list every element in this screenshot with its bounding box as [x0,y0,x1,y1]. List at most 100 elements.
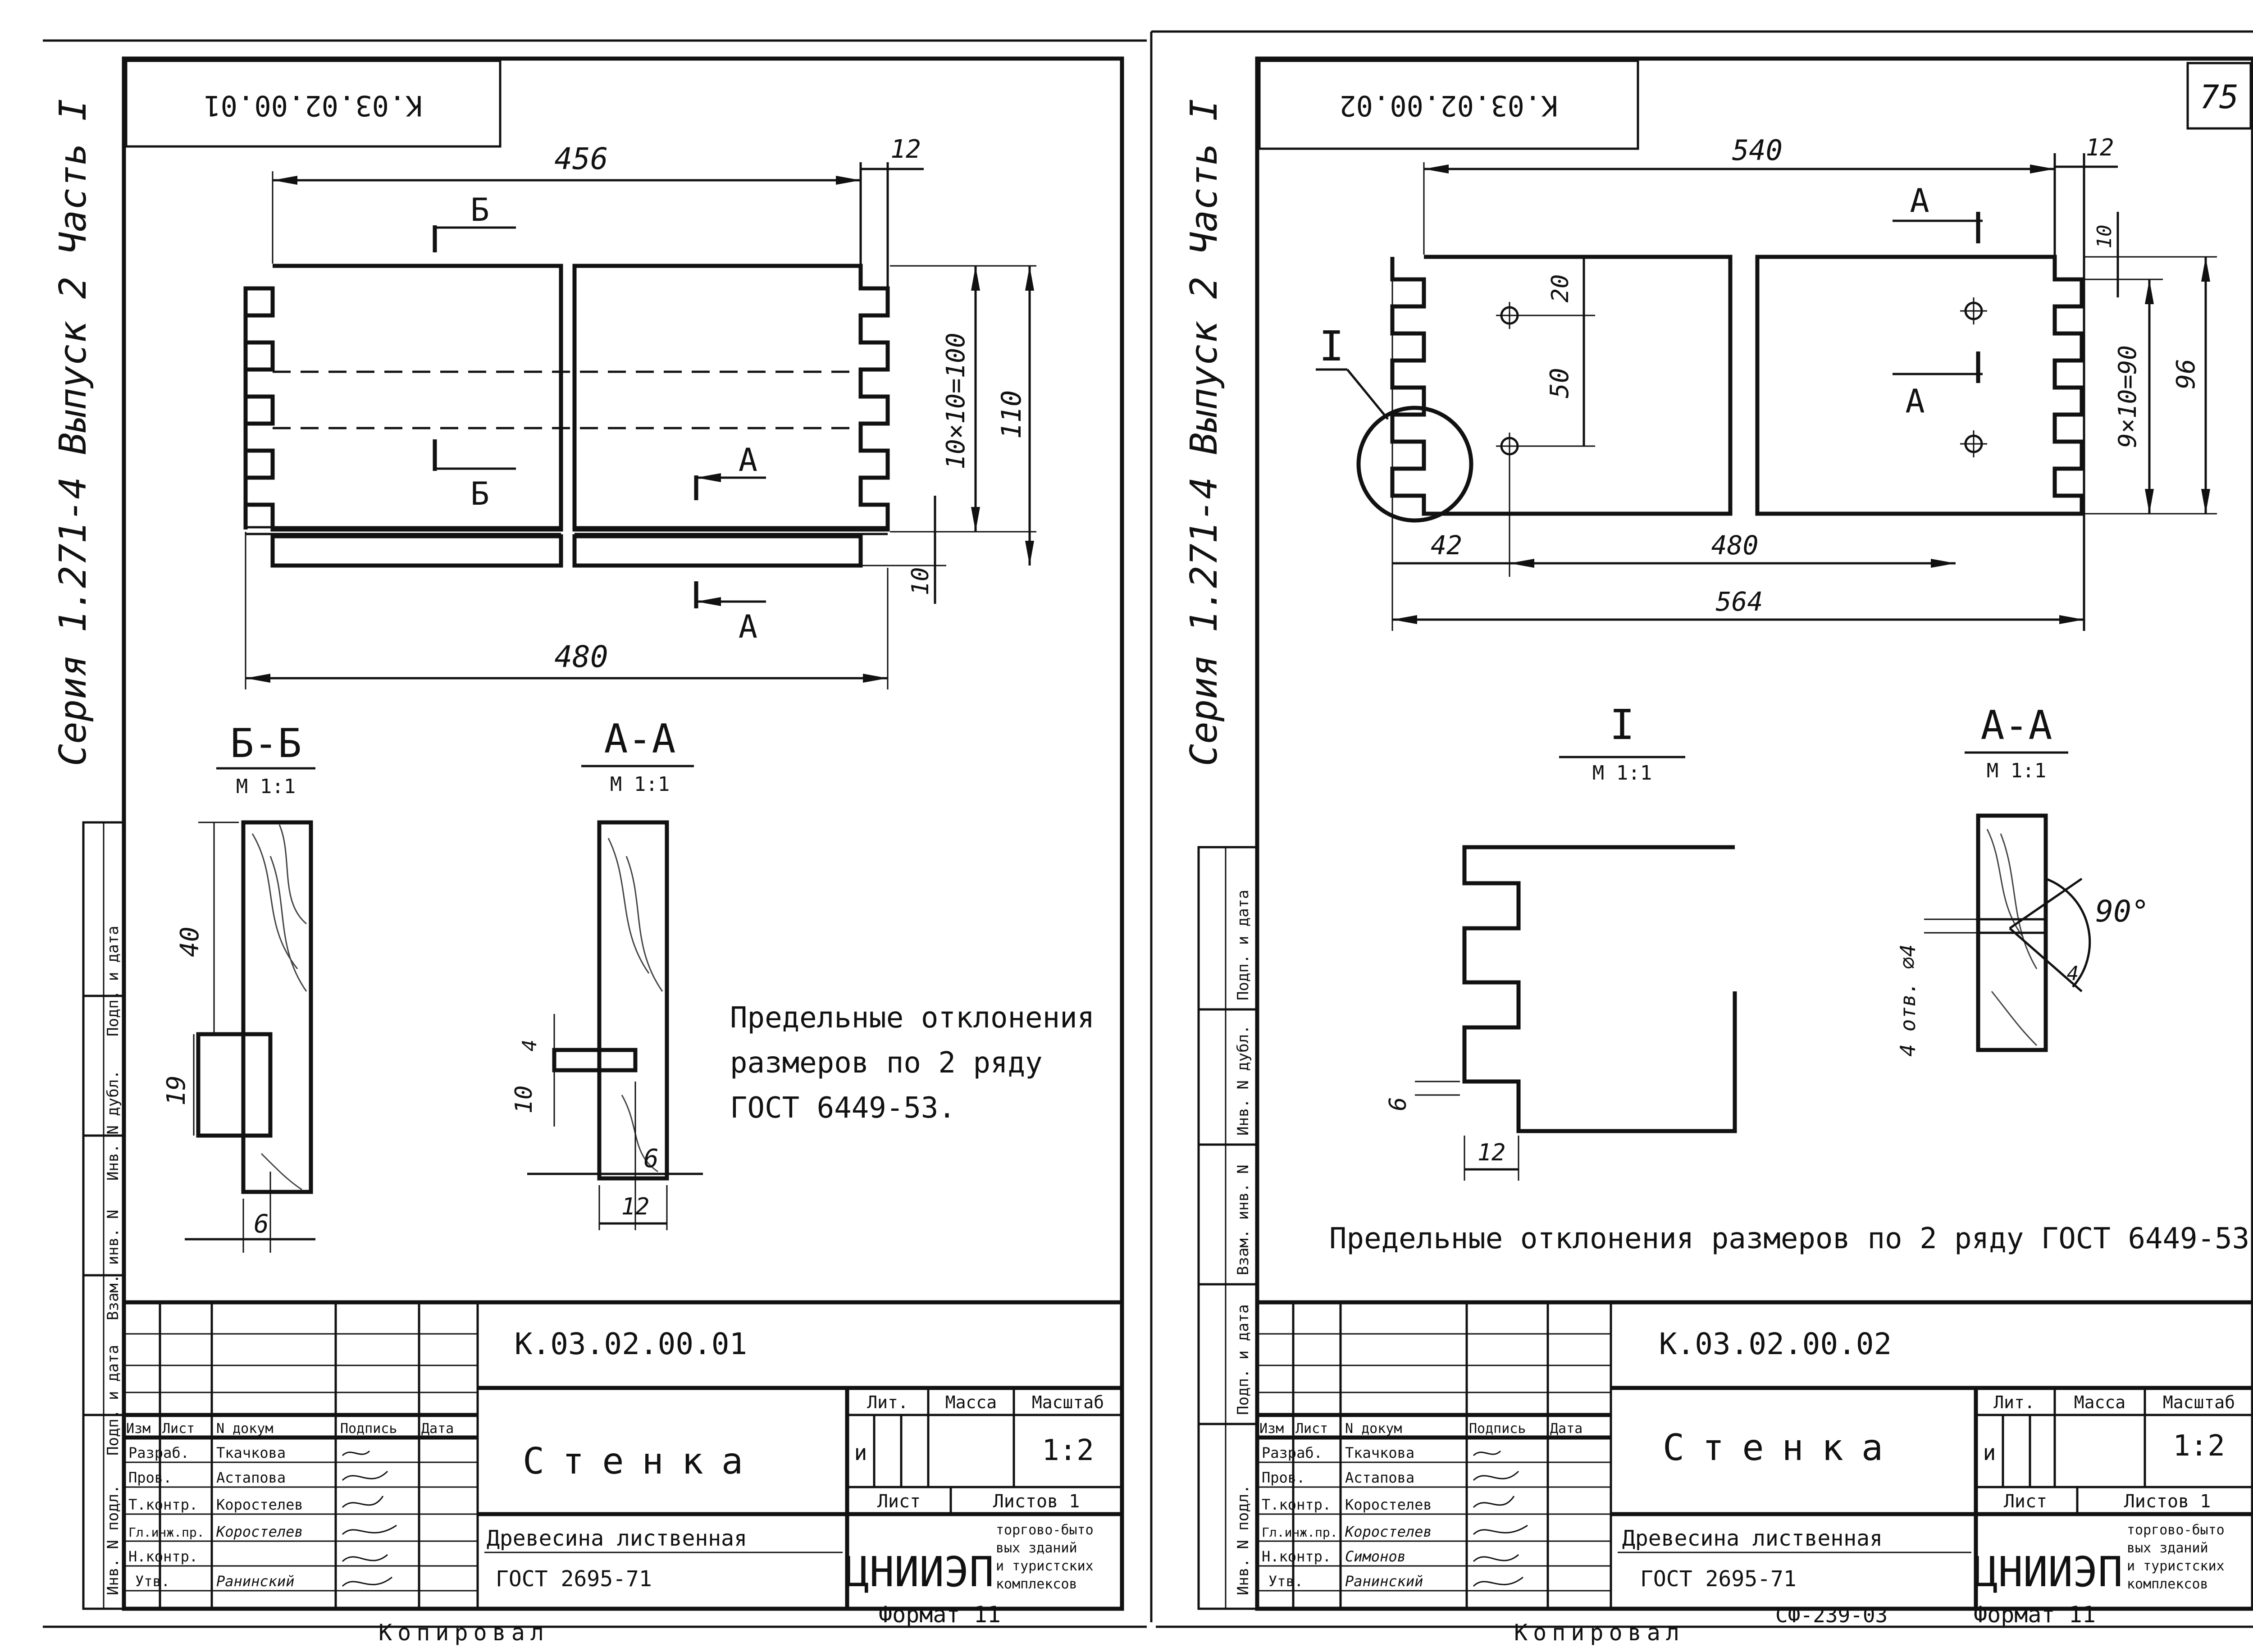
col-head: N докум [1345,1421,1402,1437]
detail-label: I [1319,322,1344,370]
role: Утв. [1268,1573,1303,1590]
role: Утв. [135,1573,170,1590]
left-strip-label: Инв. N дубл. [1234,1025,1252,1136]
col-head: Лист [1295,1421,1328,1437]
part-name: Стенка [523,1440,761,1482]
sheet-2-title-block: К.03.02.00.02 Стенка Древесина лиственна… [1255,1300,2253,1611]
note-line: размеров по 2 ряду [730,1046,1043,1080]
person-name: Астапова [1345,1469,1414,1486]
footer-copied: Копировал [1514,1620,1685,1646]
mass-head: Масса [945,1392,997,1412]
role: Разраб. [128,1444,189,1461]
sheet-1: К.03.02.00.01 Серия 1.271-4 Выпуск 2 Час… [43,39,1147,1646]
dim-detail-12: 12 [1478,1139,1506,1166]
detail-circle [1356,406,1473,523]
material-line: ГОСТ 2695-71 [1640,1566,1797,1592]
role: Т.контр. [128,1496,198,1513]
sheets-head: Листов 1 [2124,1491,2211,1512]
scale-head: Масштаб [1032,1392,1104,1412]
dim-42: 42 [1431,530,1462,561]
detail-i-title: I [1610,701,1634,749]
detail-i-view: I М 1:1 6 12 [1385,701,1737,1181]
col-head: Изм [1259,1421,1284,1437]
dim-b-b-40: 40 [175,926,205,957]
sheet-1-stamp-box [125,59,502,148]
dim-50: 50 [1545,368,1574,398]
title-block-code: К.03.02.00.02 [1659,1327,1892,1361]
sheet-2-side-text: Серия 1.271-4 Выпуск 2 Часть I [1183,99,1226,766]
sheet-head: Лист [877,1491,921,1512]
section-a-a-title: А-А [604,716,676,762]
section-a-a-2: А-А М 1:1 4 отв. ⌀4 90° 4 [1896,702,2149,1057]
dim-top-gap: 12 [2086,134,2114,161]
mass-head: Масса [2074,1392,2125,1412]
col-head: Лист [162,1421,195,1437]
dim-a-a-10: 10 [511,1086,538,1114]
role: Гл.инж.пр. [128,1525,205,1540]
left-strip-label: Инв. N дубл. [104,1070,122,1181]
dim-20: 20 [1547,274,1574,303]
sheet-1-title-block: К.03.02.00.01 Стенка Древесина лиственна… [122,1300,1124,1611]
role: Разраб. [1262,1444,1323,1461]
person-name: Симонов [1345,1548,1406,1565]
dim-height-total: 96 [2171,359,2201,389]
part-name: Стенка [1663,1427,1901,1469]
role: Т.контр. [1262,1496,1331,1513]
role: Н.контр. [128,1548,198,1565]
left-strip-label: Подп. и дата [104,1345,122,1456]
org-desc: торгово-быто [2127,1522,2225,1538]
col-head: Подпись [1469,1421,1526,1437]
left-strip-label: Подп. и дата [104,926,122,1036]
left-strip-label: Инв. N подл. [1234,1484,1252,1595]
page-number-box [2186,62,2252,130]
section-a-a-1: А-А М 1:1 4 10 6 12 [511,716,703,1230]
person-name: Ткачкова [216,1444,286,1461]
dim-top-length: 456 [554,141,608,176]
lit-value: и [854,1440,867,1465]
dim-b-b-6: 6 [254,1209,269,1239]
person-name: Ранинский [1345,1573,1423,1590]
person-name: Ранинский [216,1573,294,1590]
title-block-code: К.03.02.00.01 [515,1327,748,1361]
section-mark-a-top: А [739,442,757,479]
left-strip-label: Подп. и дата [1234,890,1252,1000]
sheet-2-stamp-box [1258,59,1639,150]
org-desc: комплексов [996,1576,1077,1592]
left-strip-label: Инв. N подл. [104,1484,122,1595]
role: Пров. [128,1469,172,1486]
sheet-1-note: Предельные отклонения размеров по 2 ряду… [730,1001,1095,1125]
sheet-2-main-view: 20 50 I 540 12 10 9×10=90 96 42 [1316,134,2217,631]
sheet-head: Лист [2004,1491,2047,1512]
left-strip-label: Взам. инв. N [1234,1164,1252,1275]
footer-format: Формат 11 [1974,1602,2096,1628]
scale-value: 1:2 [1042,1434,1094,1467]
section-mark-b-top: Б [470,192,489,228]
section-a-a-title: А-А [1981,702,2052,748]
sheet-2-stamp-code: К.03.02.00.02 [1339,89,1558,122]
dim-a-a-4: 4 [518,1040,541,1052]
role: Гл.инж.пр. [1262,1525,1338,1540]
sheet-2-note: Предельные отклонения размеров по 2 ряду… [1329,1222,2253,1255]
page-number: 75 [2200,78,2239,116]
person-name: Коростелев [216,1523,303,1540]
org-desc: и туристских [996,1558,1094,1574]
org-name: ЦНИИЭП [1973,1548,2123,1596]
section-b-b-scale: М 1:1 [236,775,296,798]
footer-format: Формат 11 [879,1602,1001,1628]
dim-height-tenons: 10×10=100 [941,333,971,469]
role: Пров. [1262,1469,1305,1486]
col-head: Подпись [340,1421,397,1437]
dim-a-a-12: 12 [621,1193,650,1220]
sheet-2-left-strip: Взам. инв. N Инв. N дубл. Подп. и дата П… [1197,846,1259,1610]
dim-bottom-length: 480 [554,639,608,674]
dim-height-total: 110 [996,390,1027,439]
dim-top-gap: 12 [890,135,921,164]
section-mark-b-bottom: Б [470,475,489,512]
note-line: ГОСТ 6449-53. [730,1091,956,1125]
material-line: Древесина лиственная [487,1526,747,1551]
sheets-head: Листов 1 [993,1491,1080,1512]
scale-value: 1:2 [2173,1429,2225,1463]
footer-inv: СФ-239-03 [1775,1603,1888,1627]
